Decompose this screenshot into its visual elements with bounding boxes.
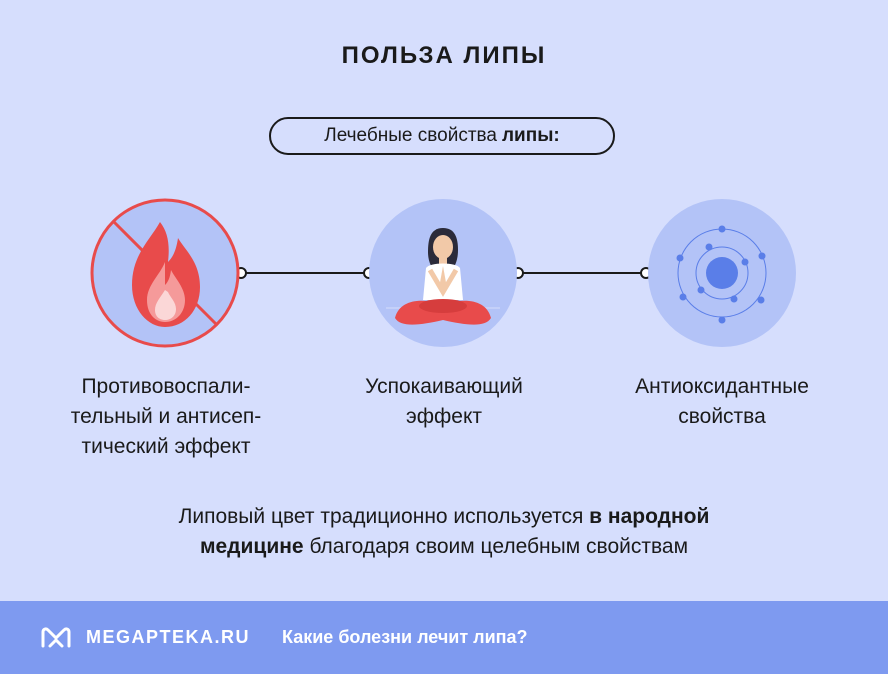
meditation-icon	[369, 199, 517, 347]
megapteka-logo-icon[interactable]	[40, 626, 72, 650]
summary-text: Липовый цвет традиционно используется в …	[0, 502, 888, 562]
properties-pill: Лечебные свойства липы:	[269, 117, 615, 155]
caption-line: тический эффект	[81, 435, 251, 458]
caption-line: эффект	[406, 405, 482, 428]
caption-line: Противовоспали-	[81, 375, 251, 398]
summary-part1: Липовый цвет традиционно используется	[178, 505, 590, 528]
summary-bold2: медицине	[199, 535, 304, 558]
page-title: ПОЛЬЗА ЛИПЫ	[341, 42, 547, 69]
caption-line: Успокаивающий	[365, 375, 523, 398]
summary-line-2: медицине благодаря своим целебным свойст…	[0, 532, 888, 562]
atom-icon	[648, 199, 796, 347]
summary-part2: благодаря своим целебным свойствам	[303, 535, 689, 558]
pill-bold-text: липы:	[501, 125, 560, 146]
no-fire-icon	[90, 198, 240, 348]
caption-line: тельный и антисеп-	[70, 405, 262, 428]
footer-bar: MEGAPTEKA.RU Какие болезни лечит липа?	[0, 601, 888, 674]
brand-name[interactable]: MEGAPTEKA.RU	[86, 627, 251, 647]
feature-caption-antioxidant: Антиоксидантные свойства	[602, 372, 842, 432]
summary-line-1: Липовый цвет традиционно используется в …	[0, 502, 888, 532]
connector-1	[235, 267, 375, 279]
feature-caption-calming: Успокаивающий эффект	[324, 372, 564, 432]
pill-text: Лечебные свойства	[324, 125, 497, 146]
connector-2	[512, 267, 652, 279]
feature-caption-anti-inflammatory: Противовоспали- тельный и антисеп- тичес…	[46, 372, 286, 462]
article-link[interactable]: Какие болезни лечит липа?	[282, 627, 528, 647]
caption-line: свойства	[678, 405, 766, 428]
summary-bold1: в народной	[589, 505, 710, 528]
caption-line: Антиоксидантные	[635, 375, 809, 398]
